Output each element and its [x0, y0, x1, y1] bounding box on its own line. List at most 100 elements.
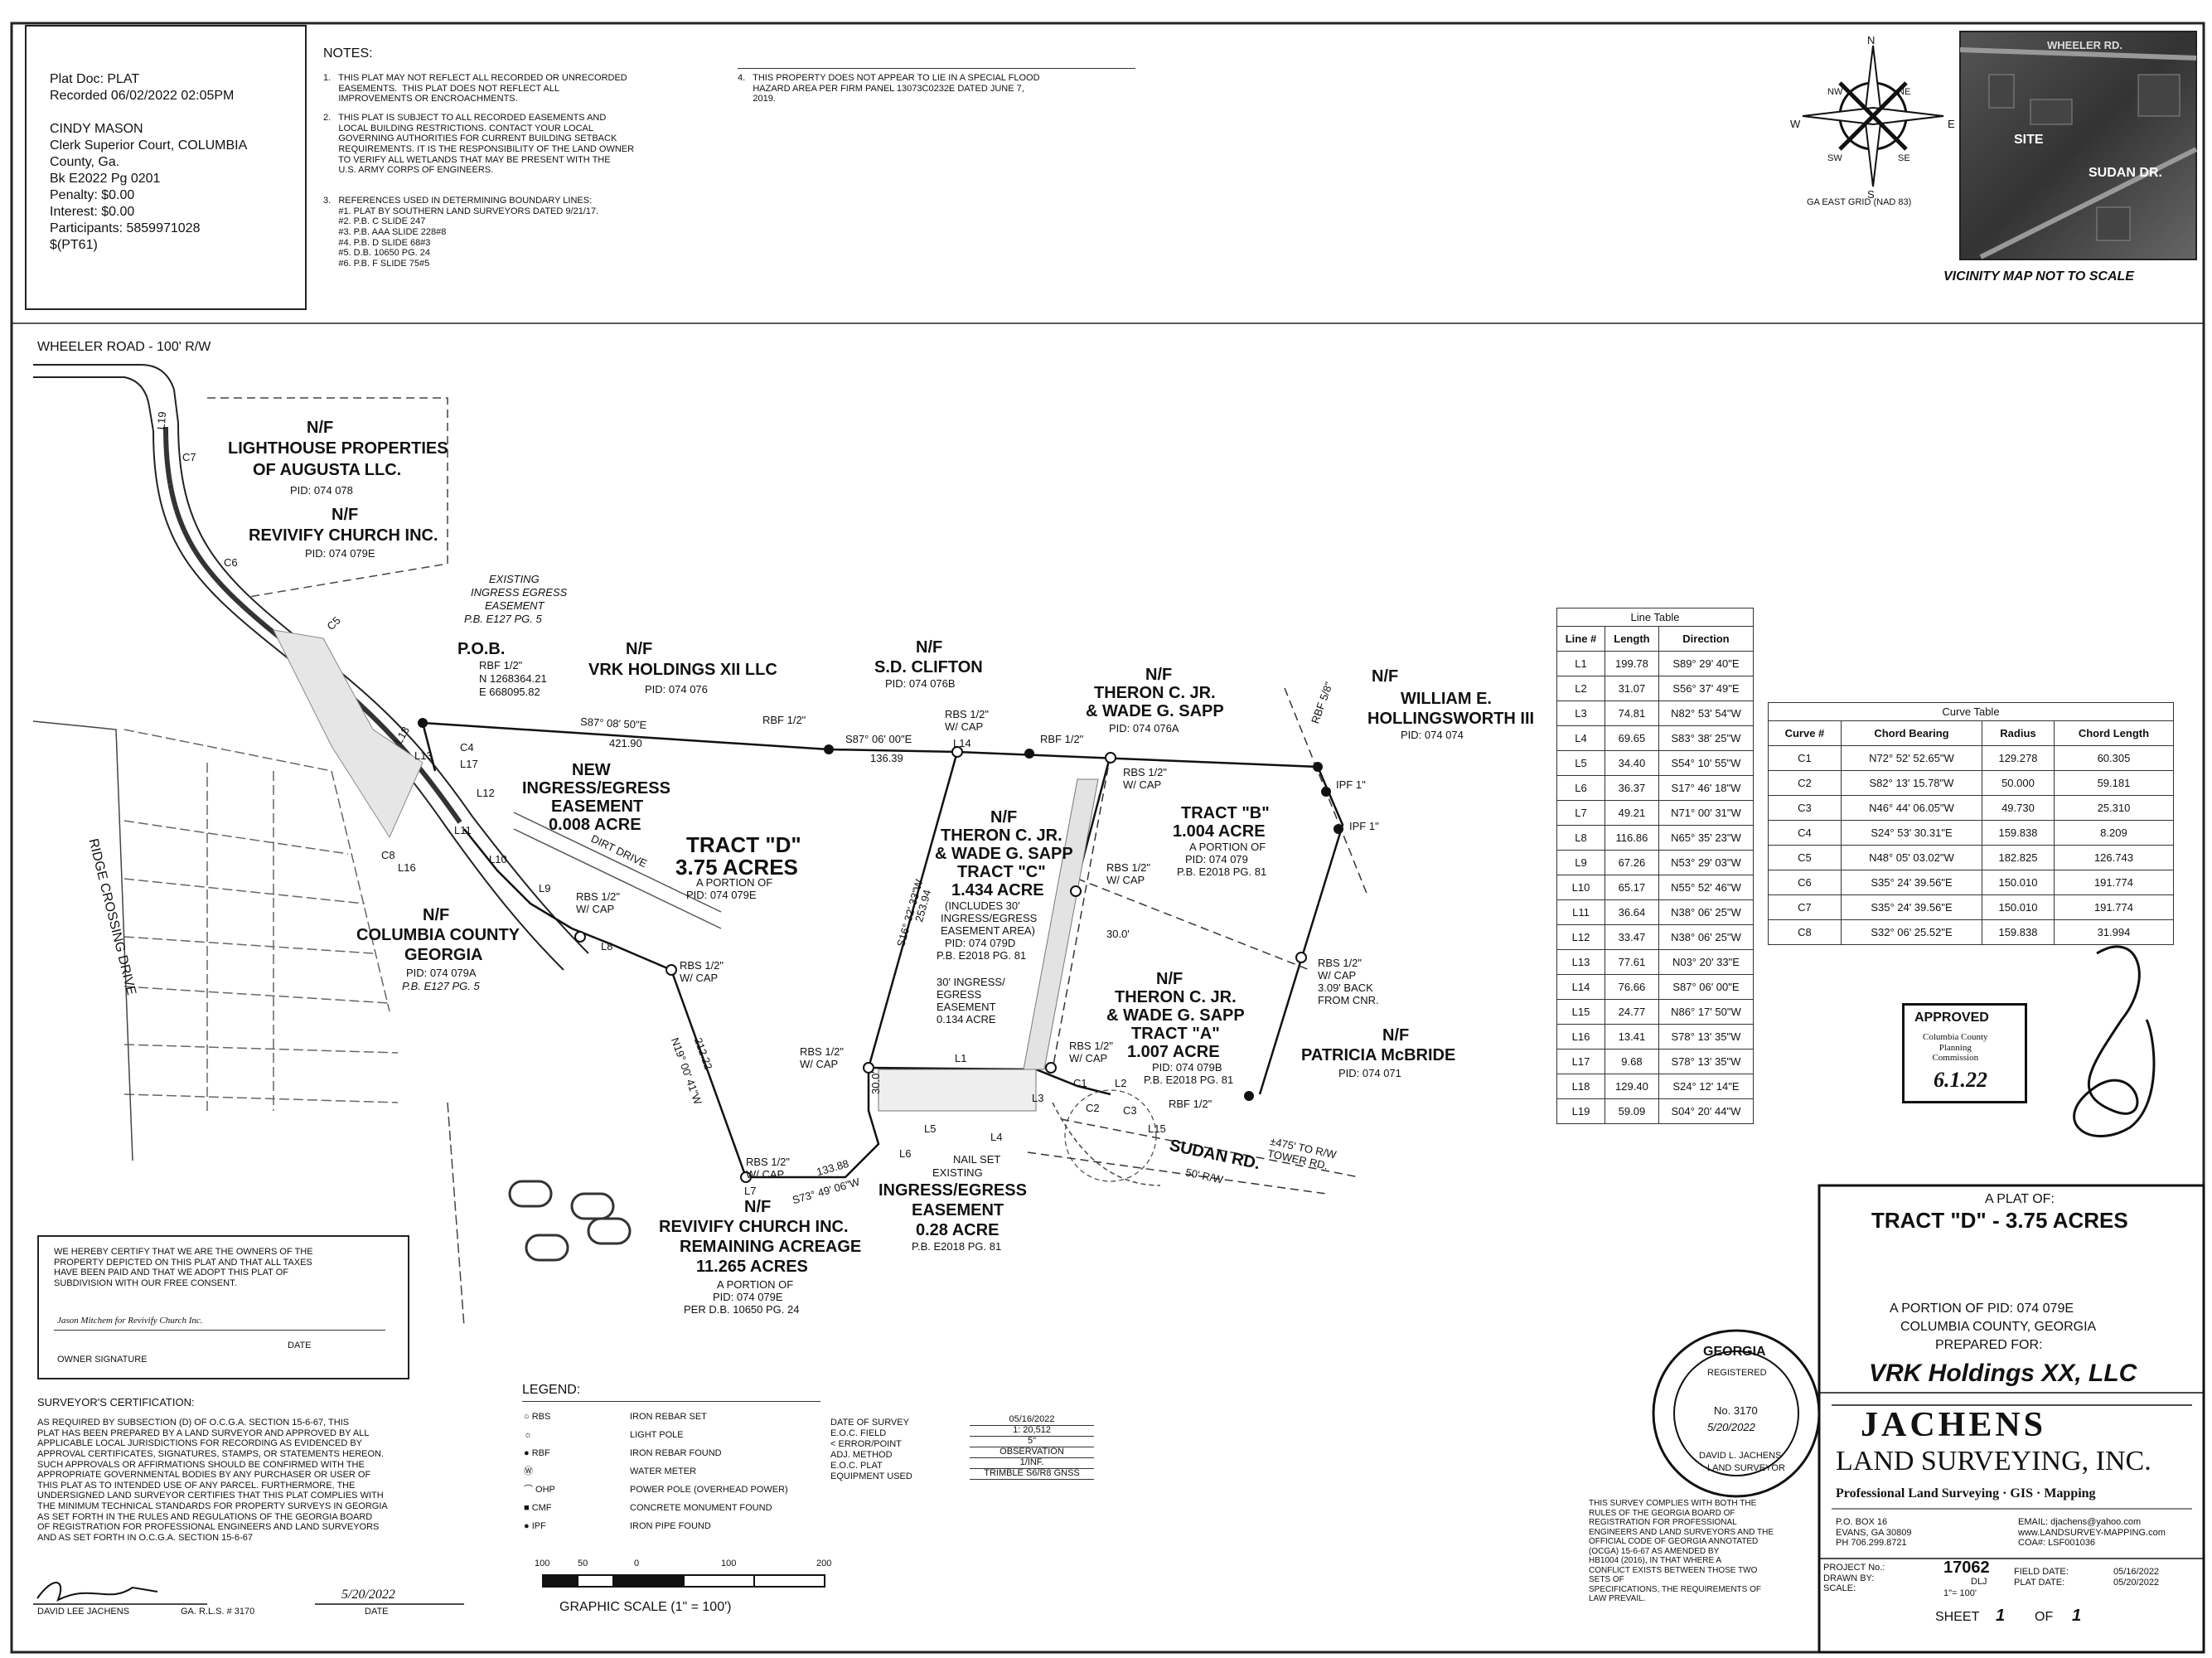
compass-s: S [1867, 188, 1875, 201]
curve-table-row-cell: 159.838 [1982, 919, 2055, 945]
existing-egress-4: P.B. E127 PG. 5 [464, 613, 542, 625]
line-table-row-cell: L15 [1556, 999, 1605, 1025]
curve-table-row-cell: 31.994 [2053, 919, 2175, 945]
title-county: COLUMBIA COUNTY, GEORGIA [1900, 1320, 2097, 1334]
tract-b-sub-1: A PORTION OF [1189, 841, 1266, 853]
curve-table-row-cell: N48° 05' 03.02"W [1840, 845, 1983, 870]
approval-org: Columbia County Planning Commission [1923, 1032, 1988, 1064]
tract-d-title: TRACT "D" [686, 832, 801, 857]
vrk-nf: N/F [626, 640, 653, 658]
bearing-2: S87° 06' 00"E [845, 733, 912, 745]
company-address: P.O. BOX 16 EVANS, GA 30809 PH 706.299.8… [1836, 1517, 1912, 1549]
hollingsworth-name-2: HOLLINGSWORTH III [1367, 710, 1535, 728]
sheet-label: SHEET [1935, 1610, 1980, 1624]
scale-tick: 100 [535, 1559, 550, 1568]
curve-table-row-cell: C8 [1768, 919, 1842, 945]
survey-info-value: 5" [970, 1436, 1094, 1447]
line-table-row-cell: 31.07 [1605, 676, 1659, 701]
survey-info-label: ADJ. METHOD [830, 1450, 893, 1460]
curve-table-row-cell: N46° 44' 06.05"W [1840, 795, 1983, 821]
curve-table-row-cell: C4 [1768, 820, 1842, 846]
curve-table-row-cell: 191.774 [2053, 894, 2175, 920]
notes-divider [738, 68, 1135, 69]
sheet-of: OF [2035, 1610, 2054, 1624]
scale-value: 1"= 100' [1943, 1588, 1977, 1598]
columbia-state: GEORGIA [404, 946, 483, 964]
curve-table-row-cell: 191.774 [2053, 870, 2175, 895]
tract-d-sub-1: A PORTION OF [696, 876, 773, 889]
tract-a-name-2: & WADE G. SAPP [1106, 1006, 1245, 1025]
columbia-pb: P.B. E127 PG. 5 [402, 980, 480, 992]
tract-c-sub-1: (INCLUDES 30' [945, 899, 1020, 912]
recording-line: Participants: 5859971028 [50, 221, 201, 235]
survey-info-label: EQUIPMENT USED [830, 1471, 912, 1481]
tract-b-sub-3: P.B. E2018 PG. 81 [1177, 865, 1267, 878]
columbia-pid: PID: 074 079A [406, 967, 477, 979]
line-tag: L1 [955, 1052, 967, 1064]
line-table-row-cell: S89° 29' 40"E [1658, 651, 1755, 676]
pin-label: RBS 1/2" W/ CAP 3.09' BACK FROM CNR. [1318, 957, 1379, 1006]
pob-title: P.O.B. [457, 640, 506, 658]
lighthouse-name-2: OF AUGUSTA LLC. [253, 461, 402, 479]
new-easement-3: EASEMENT [551, 797, 644, 816]
distance-7: 30.0' [869, 1071, 882, 1094]
vicinity-caption: VICINITY MAP NOT TO SCALE [1943, 269, 2134, 284]
line-table-row-cell: L14 [1556, 974, 1605, 1000]
vrk-name: VRK HOLDINGS XII LLC [588, 661, 777, 679]
legend-description: IRON PIPE FOUND [630, 1521, 711, 1531]
legend-description: LIGHT POLE [630, 1430, 684, 1440]
pob-east: E 668095.82 [479, 686, 540, 698]
title-tract: TRACT "D" - 3.75 ACRES [1871, 1208, 2128, 1233]
line-tag: L16 [398, 861, 416, 874]
pin-label: RBS 1/2" W/ CAP [576, 890, 621, 915]
recording-line: $(PT61) [50, 238, 98, 252]
revivify-rem-area: 11.265 ACRES [696, 1258, 808, 1276]
revivify-top-pid: PID: 074 079E [305, 547, 375, 560]
company-tagline: Professional Land Surveying · GIS · Mapp… [1836, 1486, 2096, 1500]
revivify-rem-sub-2: PID: 074 079E [713, 1291, 783, 1303]
new-easement-2: INGRESS/EGRESS [522, 779, 670, 797]
curve-table-row-cell: 8.209 [2053, 820, 2175, 846]
hollingsworth-pid: PID: 074 074 [1401, 729, 1464, 741]
compass-grid: GA EAST GRID (NAD 83) [1807, 197, 1912, 207]
line-table-row-cell: S17° 46' 18"W [1658, 775, 1755, 801]
mcbride-pid: PID: 074 071 [1338, 1067, 1401, 1079]
legend-description: IRON REBAR FOUND [630, 1448, 722, 1458]
distance-2: 136.39 [870, 752, 903, 764]
line-table-row-cell: 59.09 [1605, 1098, 1659, 1124]
note-3: 3. REFERENCES USED IN DETERMINING BOUNDA… [323, 196, 599, 269]
compliance-note: THIS SURVEY COMPLIES WITH BOTH THE RULES… [1589, 1499, 1774, 1603]
survey-info-label: < ERROR/POINT [830, 1439, 902, 1449]
approval-stamp: APPROVED Columbia County Planning Commis… [1902, 1003, 2027, 1103]
revivify-rem-rem: REMAINING ACREAGE [680, 1238, 862, 1256]
vrk-pid: PID: 074 076 [645, 683, 708, 696]
project-labels: PROJECT No.: DRAWN BY: SCALE: [1823, 1563, 1885, 1594]
line-table-row-cell: L16 [1556, 1024, 1605, 1050]
pin-label: RBS 1/2" W/ CAP [680, 959, 724, 984]
line-tag: L15 [1148, 1122, 1166, 1135]
line-table-row-cell: 76.66 [1605, 974, 1659, 1000]
legend-divider [522, 1401, 820, 1402]
curve-table-row-cell: S82° 13' 15.78"W [1840, 770, 1983, 796]
curve-table-header: Curve # [1768, 720, 1842, 746]
line-table-row-cell: L11 [1556, 899, 1605, 925]
line-table-row-cell: S24° 12' 14"E [1658, 1074, 1755, 1099]
project-number: 17062 [1943, 1559, 1990, 1577]
note-2: 2. THIS PLAT IS SUBJECT TO ALL RECORDED … [323, 113, 635, 176]
lighthouse-label: N/F [307, 419, 334, 437]
surveyor-name: DAVID LEE JACHENS [37, 1607, 130, 1617]
seal-reg: REGISTERED [1707, 1368, 1767, 1378]
title-portion: A PORTION OF PID: 074 079E [1890, 1302, 2074, 1316]
line-table-row-cell: N53° 29' 03"W [1658, 850, 1755, 875]
curve-table-header: Radius [1982, 720, 2055, 746]
legend-description: WATER METER [630, 1467, 697, 1476]
